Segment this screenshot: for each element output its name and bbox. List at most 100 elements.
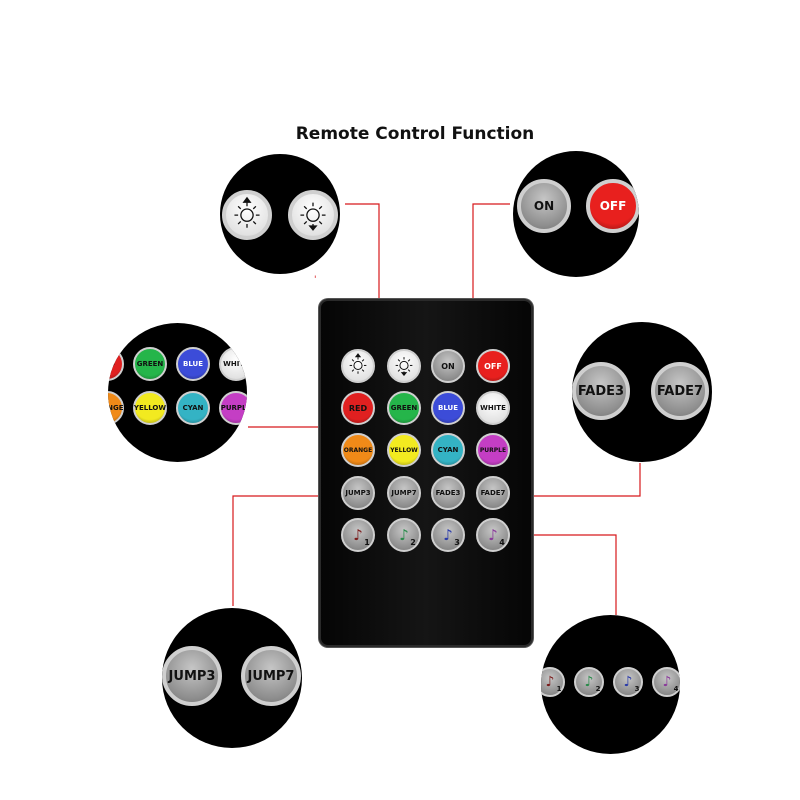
button-label: ORANGE [343, 446, 373, 454]
connector-fade [514, 463, 641, 497]
zoom-color-buttons: RED GREEN BLUE WHITE ORANGE YELLOW CYAN PURPLE [108, 323, 247, 462]
remote-button-fade7[interactable]: FADE7 [476, 476, 510, 510]
remote-button-music1[interactable]: ♪1 [341, 518, 375, 552]
zoom-button-cyan[interactable]: CYAN [176, 391, 210, 425]
music-note-icon: ♪ [662, 674, 672, 690]
remote-button-orange[interactable]: ORANGE [341, 433, 375, 467]
sun-down-icon [392, 352, 416, 380]
button-number: 3 [454, 537, 460, 547]
remote-button-red[interactable]: RED [341, 391, 375, 425]
svg-text:': ' [314, 275, 316, 285]
button-label: BLUE [437, 404, 458, 412]
remote-button-white[interactable]: WHITE [476, 391, 510, 425]
remote-button-yellow[interactable]: YELLOW [387, 433, 421, 467]
button-label: FADE7 [480, 489, 506, 497]
zoom-button-fade7[interactable]: FADE7 [651, 362, 709, 420]
music-note-icon: ♪ [353, 525, 363, 544]
sun-up-icon [229, 195, 265, 235]
button-label: OFF [599, 199, 627, 213]
button-label: ON [441, 361, 455, 371]
zoom-button-brightness-up[interactable] [222, 190, 272, 240]
button-number: 3 [634, 685, 640, 693]
button-label: GREEN [136, 360, 164, 368]
zoom-button-music1[interactable]: ♪1 [541, 667, 565, 697]
music-note-icon: ♪ [399, 525, 409, 544]
zoom-button-off[interactable]: OFF [586, 179, 639, 233]
remote-button-on[interactable]: ON [431, 349, 465, 383]
connector-music [514, 534, 617, 615]
zoom-button-music3[interactable]: ♪3 [613, 667, 643, 697]
button-label: RED [108, 360, 115, 368]
zoom-button-purple[interactable]: PURPLE [219, 391, 247, 425]
remote-button-music3[interactable]: ♪3 [431, 518, 465, 552]
zoom-button-jump7[interactable]: JUMP7 [241, 646, 301, 706]
remote-button-music4[interactable]: ♪4 [476, 518, 510, 552]
button-label: YELLOW [133, 404, 167, 412]
zoom-button-music2[interactable]: ♪2 [574, 667, 604, 697]
button-number: 2 [410, 537, 416, 547]
button-label: CYAN [437, 446, 459, 454]
zoom-jump-buttons: JUMP3 JUMP7 [162, 608, 302, 748]
zoom-button-green[interactable]: GREEN [133, 347, 167, 381]
zoom-button-blue[interactable]: BLUE [176, 347, 210, 381]
remote-button-brightness-down[interactable] [387, 349, 421, 383]
zoom-power-buttons: ON OFF [513, 151, 639, 277]
button-label: JUMP3 [345, 489, 371, 497]
music-note-icon: ♪ [488, 525, 498, 544]
sun-down-icon [295, 195, 331, 235]
button-number: 1 [556, 685, 562, 693]
button-number: 1 [364, 537, 370, 547]
remote-button-purple[interactable]: PURPLE [476, 433, 510, 467]
button-label: JUMP7 [391, 489, 417, 497]
remote-button-music2[interactable]: ♪2 [387, 518, 421, 552]
zoom-brightness-buttons [220, 154, 340, 274]
button-label: FADE3 [435, 489, 461, 497]
music-note-icon: ♪ [545, 674, 555, 690]
button-label: ON [533, 199, 555, 213]
button-label: RED [348, 403, 368, 413]
button-label: OFF [484, 361, 502, 371]
sun-up-icon [346, 352, 370, 380]
button-label: WHITE [223, 360, 247, 368]
page-title: Remote Control Function [295, 124, 535, 144]
button-label: BLUE [182, 360, 203, 368]
zoom-button-on[interactable]: ON [517, 179, 571, 233]
zoom-button-orange[interactable]: ORANGE [108, 391, 124, 425]
zoom-fade-buttons: FADE3 FADE7 [572, 322, 712, 462]
remote-button-green[interactable]: GREEN [387, 391, 421, 425]
zoom-button-jump3[interactable]: JUMP3 [162, 646, 222, 706]
connector-jump [232, 495, 336, 606]
button-number: 4 [499, 537, 505, 547]
music-note-icon: ♪ [443, 525, 453, 544]
button-number: 4 [673, 685, 679, 693]
button-label: PURPLE [220, 404, 247, 412]
button-label: CYAN [182, 404, 204, 412]
remote-button-blue[interactable]: BLUE [431, 391, 465, 425]
remote-button-jump3[interactable]: JUMP3 [341, 476, 375, 510]
zoom-button-red[interactable]: RED [108, 347, 124, 381]
remote-button-jump7[interactable]: JUMP7 [387, 476, 421, 510]
zoom-button-brightness-down[interactable] [288, 190, 338, 240]
button-label: FADE7 [656, 383, 704, 399]
button-label: PURPLE [479, 446, 507, 454]
remote-button-cyan[interactable]: CYAN [431, 433, 465, 467]
button-label: JUMP3 [168, 668, 216, 684]
button-label: WHITE [480, 404, 506, 412]
zoom-button-white[interactable]: WHITE [219, 347, 247, 381]
button-label: JUMP7 [247, 668, 295, 684]
button-label: FADE3 [577, 383, 625, 399]
button-label: ORANGE [108, 404, 124, 412]
button-label: GREEN [390, 404, 418, 412]
remote-button-fade3[interactable]: FADE3 [431, 476, 465, 510]
music-note-icon: ♪ [623, 674, 633, 690]
zoom-button-music4[interactable]: ♪4 [652, 667, 680, 697]
zoom-button-yellow[interactable]: YELLOW [133, 391, 167, 425]
zoom-button-fade3[interactable]: FADE3 [572, 362, 630, 420]
music-note-icon: ♪ [584, 674, 594, 690]
remote-control-body: ON OFF RED GREEN BLUE WHITE ORANGE YELLOW CYAN PU… [319, 299, 533, 647]
button-number: 2 [595, 685, 601, 693]
zoom-music-buttons: ♪1♪2♪3♪4 [541, 615, 680, 754]
remote-button-off[interactable]: OFF [476, 349, 510, 383]
button-label: YELLOW [390, 446, 418, 454]
remote-button-brightness-up[interactable] [341, 349, 375, 383]
